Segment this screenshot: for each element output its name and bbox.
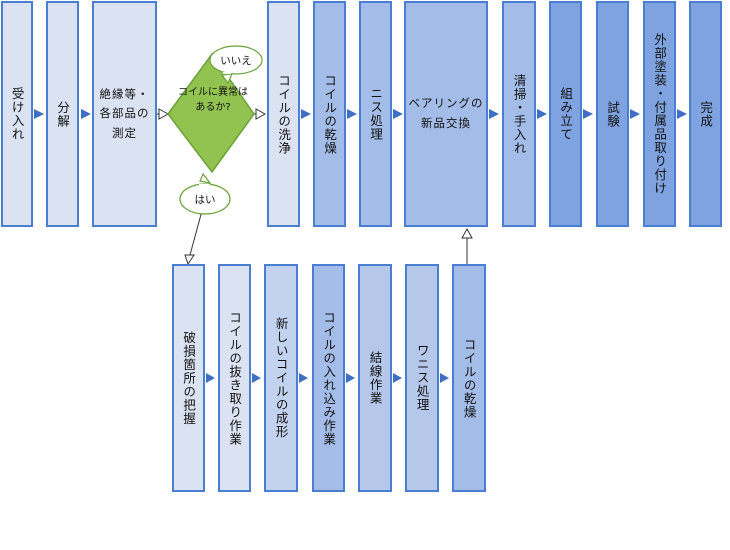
arrow-decision-yes xyxy=(184,254,195,266)
step-complete: 完成 xyxy=(689,1,722,227)
arrow-decision-no xyxy=(255,108,267,120)
arrow-10-11 xyxy=(630,109,640,119)
step-wiring: 結線作業 xyxy=(358,264,392,492)
step-painting-accessories: 外部塗装・付属品取り付け xyxy=(643,1,676,227)
step-varnish: ニス処理 xyxy=(359,1,392,227)
decision-no-label: いいえ xyxy=(220,55,252,67)
decision-arrows xyxy=(157,108,473,266)
step-coil-removal: コイルの抜き取り作業 xyxy=(218,264,251,492)
step-insulation-measure: 絶縁等・各部品の測定 xyxy=(92,1,157,227)
arrow-4-5 xyxy=(301,109,311,119)
arrows-bottom-row xyxy=(206,373,449,383)
arrow-into-decision xyxy=(158,108,170,120)
arrow-9-10 xyxy=(583,109,593,119)
decision-question: コイルに異常はあるか? xyxy=(178,87,248,113)
arrow-b2-b3 xyxy=(252,373,261,383)
arrow-b5-b6 xyxy=(393,373,402,383)
step-coil-drying: コイルの乾燥 xyxy=(313,1,346,227)
arrows-top-row xyxy=(34,109,687,119)
step-varnish-treatment: ワニス処理 xyxy=(405,264,439,492)
callout-yes xyxy=(179,172,231,215)
step-receive: 受け入れ xyxy=(1,1,33,227)
step-damage-assessment: 破損箇所の把握 xyxy=(172,264,205,492)
step-disassembly: 分解 xyxy=(46,1,79,227)
step-testing: 試験 xyxy=(596,1,629,227)
arrow-6-7 xyxy=(393,109,403,119)
step-coil-insertion: コイルの入れ込み作業 xyxy=(312,264,345,492)
step-new-coil-forming: 新しいコイルの成形 xyxy=(264,264,298,492)
arrow-b4-b5 xyxy=(346,373,355,383)
arrow-b6-b7 xyxy=(440,373,449,383)
step-coil-drying-2: コイルの乾燥 xyxy=(452,264,486,492)
arrow-b3-b4 xyxy=(299,373,308,383)
decision-yes-label: はい xyxy=(194,194,216,206)
arrow-1-2 xyxy=(34,109,44,119)
decision-diamond xyxy=(167,52,255,174)
step-coil-cleaning: コイルの洗浄 xyxy=(267,1,300,227)
arrow-b1-b2 xyxy=(206,373,215,383)
step-bearing-replace: ベアリングの新品交換 xyxy=(404,1,488,227)
arrow-return-up xyxy=(461,227,473,239)
step-cleaning: 清掃・手入れ xyxy=(502,1,536,227)
arrow-8-9 xyxy=(537,109,547,119)
step-assembly: 組み立て xyxy=(549,1,582,227)
arrow-11-12 xyxy=(677,109,687,119)
arrow-7-8 xyxy=(489,109,499,119)
arrow-5-6 xyxy=(347,109,357,119)
callout-no xyxy=(209,45,263,85)
arrow-2-3 xyxy=(81,109,91,119)
